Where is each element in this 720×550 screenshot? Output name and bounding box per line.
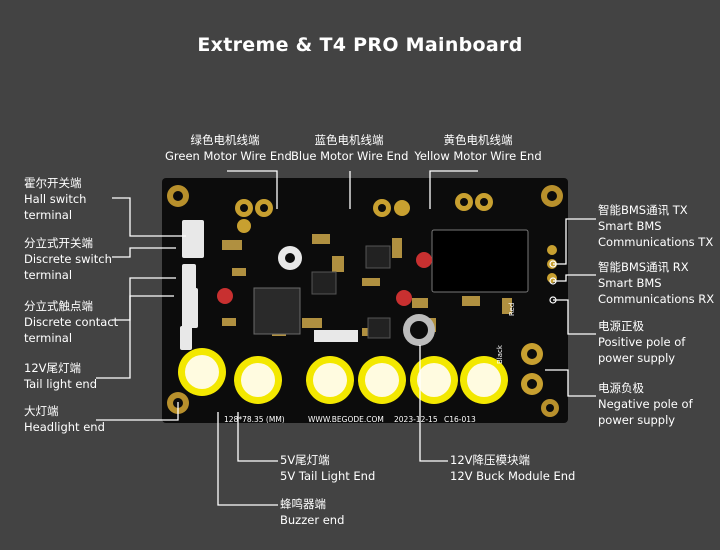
silk-code: C16-013 [444,415,476,423]
hall-switch-label: 霍尔开关端 Hall switch terminal [24,175,86,223]
green-motor-label: 绿色电机线端 Green Motor Wire End [165,132,292,164]
leader-buzzer [217,412,278,506]
leader-yellow [429,170,478,209]
bms-tx-label-en2: Communications TX [598,235,714,249]
mcu-chip [253,287,301,335]
leader-buck [419,345,448,462]
blue-motor-label: 蓝色电机线端 Blue Motor Wire End [291,132,409,164]
bms-rx-label-cn: 智能BMS通讯 RX [598,260,689,274]
discrete-contact-label: 分立式触点端 Discrete contact terminal [24,298,118,346]
mainboard-pcb: 128*78.35 (MM) WWW.BEGODE.COM 2023-12-15… [162,178,568,423]
headlight-label-en: Headlight end [24,420,105,434]
leader-negative [545,369,596,397]
bms-rx-label-en1: Smart BMS [598,276,662,290]
positive-pole-label-cn: 电源正极 [598,319,644,333]
hall-switch-label-en2: terminal [24,208,73,222]
leader-positive [553,299,596,335]
tail-5v-label: 5V尾灯端 5V Tail Light End [280,452,375,484]
bms-tx-label: 智能BMS通讯 TX Smart BMS Communications TX [598,202,713,250]
tail-12v-label: 12V尾灯端 Tail light end [24,360,97,392]
positive-pole-label: 电源正极 Positive pole of power supply [598,318,685,366]
leader-bms-tx [553,218,596,265]
silk-size: 128*78.35 (MM) [224,415,285,423]
headlight-label: 大灯端 Headlight end [24,403,105,435]
positive-pole-label-en2: power supply [598,351,676,365]
buck-12v-label-en: 12V Buck Module End [450,469,576,483]
hall-switch-label-cn: 霍尔开关端 [24,176,82,190]
negative-pole-label: 电源负极 Negative pole of power supply [598,380,693,428]
discrete-contact-label-en2: terminal [24,331,73,345]
bms-tx-label-cn: 智能BMS通讯 TX [598,203,688,217]
green-motor-label-cn: 绿色电机线端 [190,133,260,147]
negative-pole-label-cn: 电源负极 [598,381,644,395]
leader-switch [112,247,176,258]
negative-pole-label-en2: power supply [598,413,676,427]
left-connectors [180,220,204,350]
positive-pole-label-en1: Positive pole of [598,335,686,349]
buck-connector [314,330,358,342]
tail-5v-label-en: 5V Tail Light End [280,469,376,483]
blue-motor-label-cn: 蓝色电机线端 [314,133,384,147]
diagram-title: Extreme & T4 PRO Mainboard [197,34,523,56]
silk-date: 2023-12-15 [394,415,438,423]
buck-module [431,229,529,293]
blue-motor-label-en: Blue Motor Wire End [291,149,409,163]
leader-hall [112,197,186,237]
buck-12v-label-cn: 12V降压模块端 [450,453,530,467]
silk-red: Red [508,303,516,316]
yellow-motor-label-en: Yellow Motor Wire End [414,149,542,163]
yellow-motor-label-cn: 黄色电机线端 [443,133,513,147]
discrete-contact-label-en1: Discrete contact [24,315,119,329]
leader-green [227,170,278,209]
leader-contact [112,277,176,321]
bms-rx-label: 智能BMS通讯 RX Smart BMS Communications RX [598,259,714,307]
buck-12v-label: 12V降压模块端 12V Buck Module End [450,452,575,484]
discrete-switch-label: 分立式开关端 Discrete switch terminal [24,235,112,283]
buzzer-label-en: Buzzer end [280,513,345,527]
discrete-switch-label-en1: Discrete switch [24,252,112,266]
discrete-switch-label-cn: 分立式开关端 [24,236,93,250]
yellow-motor-label: 黄色电机线端 Yellow Motor Wire End [414,132,542,164]
discrete-contact-label-cn: 分立式触点端 [24,299,93,313]
tail-12v-label-en: Tail light end [24,377,98,391]
silk-black: Black [496,344,504,364]
tail-12v-label-cn: 12V尾灯端 [24,361,81,375]
buzzer-label: 蜂鸣器端 Buzzer end [280,496,344,528]
green-motor-label-en: Green Motor Wire End [165,149,292,163]
leader-headlight [96,402,179,421]
bms-tx-label-en1: Smart BMS [598,219,662,233]
buzzer-label-cn: 蜂鸣器端 [280,497,326,511]
leader-bms-rx [553,274,596,282]
hall-switch-label-en1: Hall switch [24,192,87,206]
discrete-switch-label-en2: terminal [24,268,73,282]
silk-brand: WWW.BEGODE.COM [308,415,384,423]
tail-5v-label-cn: 5V尾灯端 [280,453,330,467]
leader-tail5v [237,412,278,462]
headlight-label-cn: 大灯端 [24,404,59,418]
bms-rx-label-en2: Communications RX [598,292,715,306]
leader-tail12v [96,295,174,379]
negative-pole-label-en1: Negative pole of [598,397,693,411]
